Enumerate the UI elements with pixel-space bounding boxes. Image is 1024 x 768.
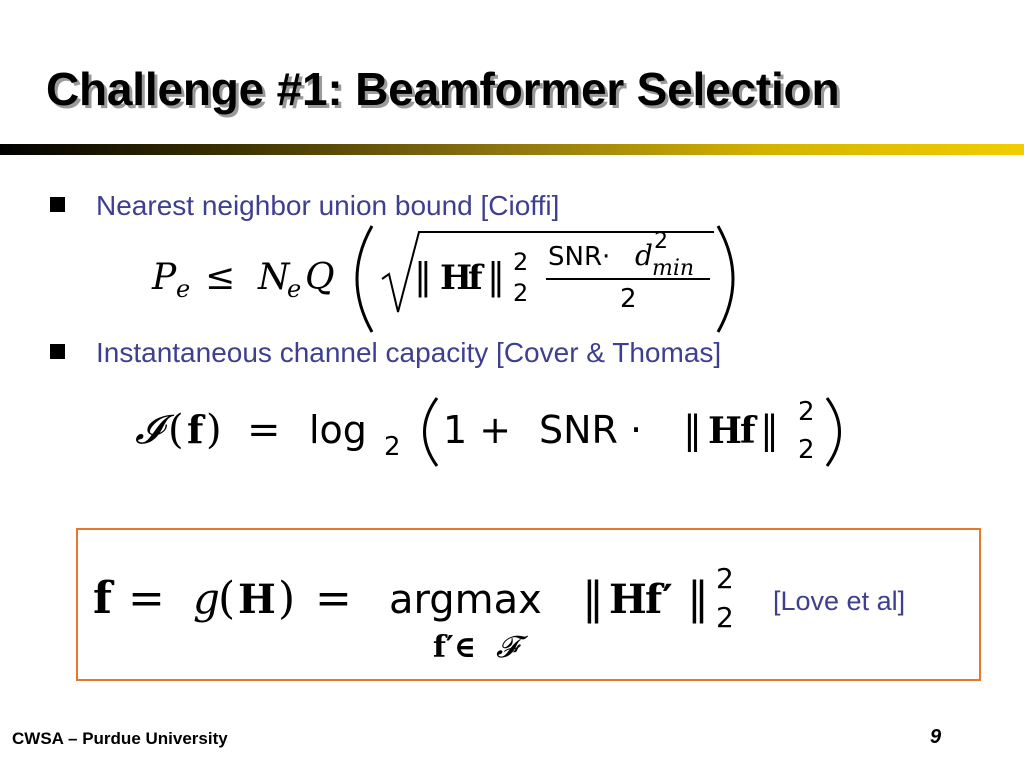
eq-superscript: 2 (798, 397, 815, 427)
bullet-channel-capacity: Instantaneous channel capacity [Cover & … (50, 337, 721, 369)
eq-paren: ) (278, 573, 295, 624)
bullet-text: Nearest neighbor union bound [Cioffi] (96, 190, 560, 221)
eq-numerator-var: d (635, 239, 653, 272)
eq-vector: f (740, 410, 758, 452)
left-paren-icon (423, 397, 439, 467)
eq-term: SNR · (539, 408, 642, 452)
eq-subscript: e (176, 275, 190, 303)
eq-norm-bar: ‖ (687, 573, 709, 624)
eq-operator-subscript: f′∈ (433, 630, 476, 665)
eq-superscript: 2 (654, 229, 668, 254)
eq-norm-bar: ‖ (582, 573, 604, 624)
eq-norm-bar: ‖ (487, 257, 505, 298)
eq-function: Q (305, 257, 335, 298)
right-paren-icon (825, 397, 841, 467)
eq-matrix: H (609, 576, 647, 623)
eq-relation: = (128, 573, 165, 624)
eq-superscript: 2 (716, 562, 734, 595)
eq-function: g (193, 574, 220, 623)
eq-paren: ( (168, 407, 184, 453)
eq-vector: f (93, 573, 115, 624)
eq-term: 1 + (443, 408, 511, 452)
square-bullet-icon (50, 344, 65, 359)
eq-set: 𝓕 (496, 630, 529, 665)
footer-text: CWSA – Purdue University (12, 729, 228, 748)
eq-matrix: H (238, 576, 276, 623)
eq-subscript: 2 (716, 601, 734, 634)
eq-paren: ) (206, 407, 222, 453)
slide-title: Challenge #1: Beamformer Selection (46, 63, 840, 115)
eq-norm-bar: ‖ (760, 408, 779, 452)
eq-subscript: 2 (513, 279, 528, 307)
citation: [Love et al] (773, 586, 906, 616)
eq-superscript: 2 (513, 248, 528, 276)
highlight-box (76, 528, 981, 681)
eq-norm-bar: ‖ (683, 408, 702, 452)
eq-operator: argmax (389, 577, 542, 623)
eq-subscript: min (652, 256, 694, 281)
right-paren-icon (716, 225, 735, 333)
eq-term: P (151, 257, 177, 298)
bullet-union-bound: Nearest neighbor union bound [Cioffi] (50, 190, 559, 222)
eq-subscript: e (287, 275, 301, 303)
eq-matrix: H (708, 410, 742, 452)
eq-term: N (257, 257, 291, 298)
eq-vector: f′ (645, 576, 673, 623)
eq-numerator: SNR· (548, 242, 610, 272)
eq-subscript: 2 (798, 435, 815, 465)
eq-relation: ≤ (205, 257, 235, 298)
title-divider (0, 144, 1024, 155)
page-number: 9 (930, 726, 942, 748)
eq-paren: ( (218, 573, 235, 624)
eq-relation: = (247, 407, 281, 453)
eq-vector: f (187, 407, 206, 452)
eq-matrix: H (440, 258, 472, 298)
eq-vector: f (468, 258, 485, 298)
eq-norm-bar: ‖ (414, 257, 432, 298)
square-bullet-icon (50, 197, 65, 212)
bullet-text: Instantaneous channel capacity [Cover & … (96, 337, 722, 368)
eq-denominator: 2 (620, 284, 637, 314)
left-paren-icon (355, 225, 374, 333)
eq-function: log (309, 408, 367, 452)
eq-subscript: 2 (384, 432, 401, 462)
eq-relation: = (315, 573, 352, 624)
sqrt-icon (381, 231, 714, 313)
